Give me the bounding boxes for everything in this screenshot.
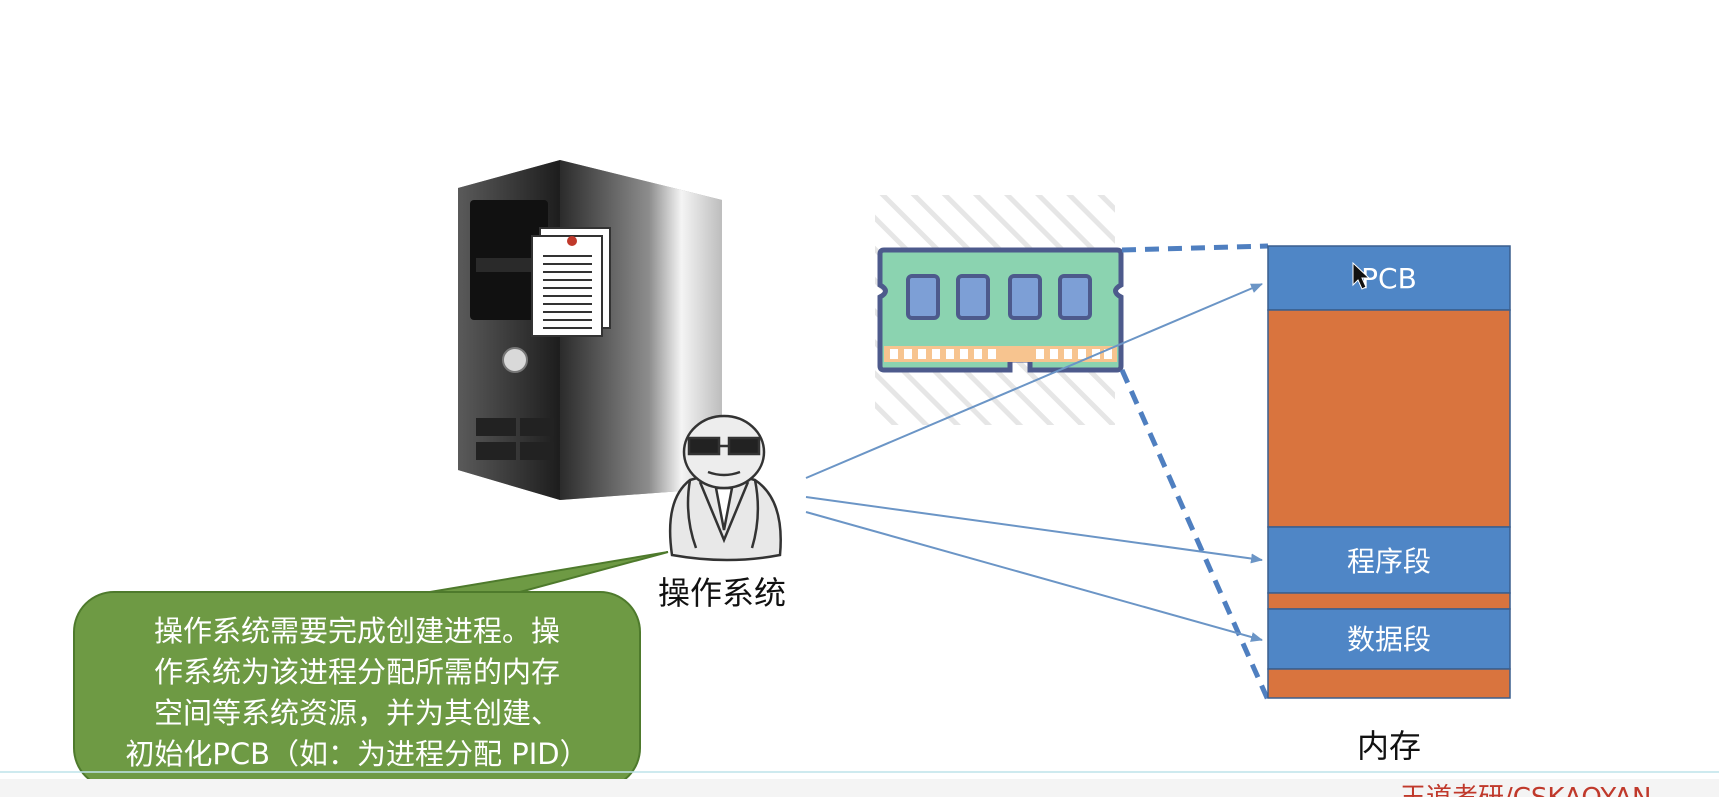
bubble-line-3: 空间等系统资源，并为其创建、 bbox=[154, 696, 560, 730]
computer-tower-icon bbox=[458, 160, 722, 500]
allocation-arrows bbox=[805, 283, 1263, 642]
ram-zoom-lines bbox=[1119, 243, 1271, 702]
document-icon bbox=[531, 227, 611, 337]
arrow-to-pcb bbox=[805, 283, 1263, 479]
bubble-line-1: 操作系统需要完成创建进程。操 bbox=[154, 614, 560, 648]
program-segment-label: 程序段 bbox=[1347, 545, 1431, 578]
memory-segment-data bbox=[1267, 608, 1511, 670]
data-segment-label: 数据段 bbox=[1347, 623, 1431, 656]
footer-strip bbox=[0, 779, 1719, 797]
memory-segment-pcb bbox=[1267, 245, 1511, 311]
memory-segment-free-3 bbox=[1267, 668, 1511, 699]
memory-column: PCB 程序段 数据段 bbox=[1267, 245, 1511, 699]
operator-caption: 操作系统 bbox=[658, 574, 786, 612]
pcb-label: PCB bbox=[1361, 262, 1417, 295]
ram-module-icon bbox=[875, 195, 1124, 425]
bubble-line-4: 初始化PCB（如：为进程分配 PID） bbox=[125, 737, 588, 771]
arrow-to-program-segment bbox=[805, 496, 1263, 564]
memory-segment-free-2 bbox=[1267, 592, 1511, 610]
memory-caption: 内存 bbox=[1357, 727, 1421, 765]
mouse-cursor-icon bbox=[1352, 261, 1371, 290]
speech-bubble: 操作系统需要完成创建进程。操 作系统为该进程分配所需的内存 空间等系统资源，并为… bbox=[73, 551, 669, 789]
operator-person-icon bbox=[668, 414, 782, 562]
arrow-to-data-segment bbox=[805, 511, 1263, 642]
watermark-text: 王道考研/CSKAOYAN. bbox=[1400, 783, 1660, 797]
memory-segment-free-1 bbox=[1267, 309, 1511, 528]
bubble-line-2: 作系统为该进程分配所需的内存 bbox=[154, 655, 560, 689]
